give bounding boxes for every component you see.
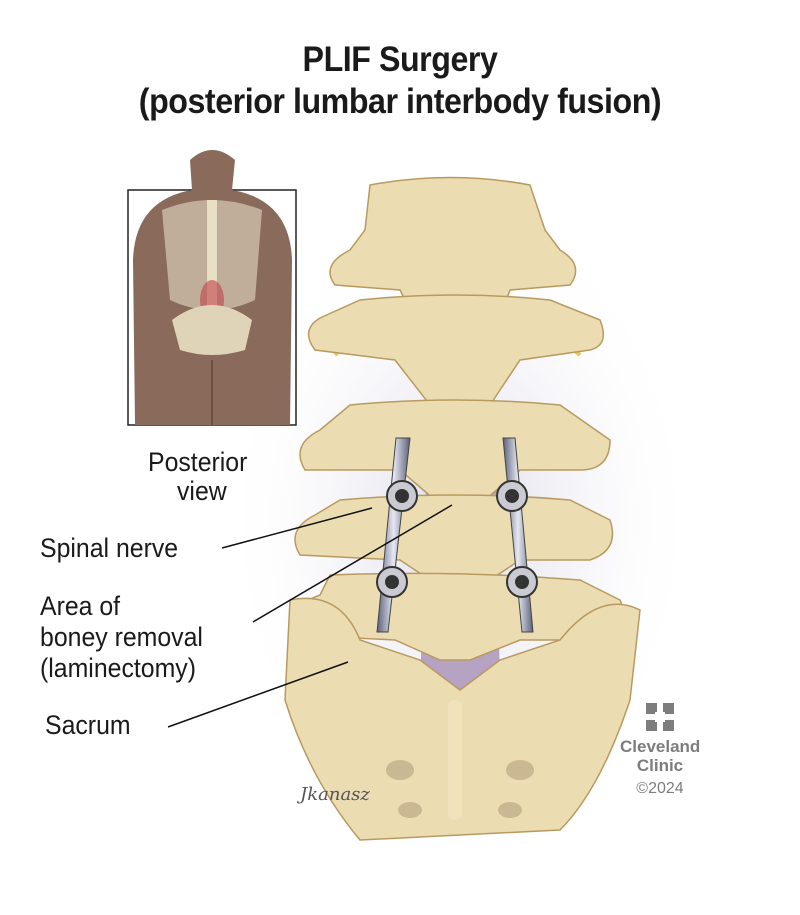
- title-line-1: PLIF Surgery: [302, 40, 498, 79]
- posterior-view-inset: [127, 150, 297, 426]
- sacrum: [284, 597, 641, 841]
- label-removal-line-1: Area of: [40, 591, 121, 621]
- logo-line-1: Cleveland: [620, 737, 701, 756]
- clinic-cross-icon: [646, 703, 674, 731]
- logo-line-2: Clinic: [636, 756, 684, 775]
- cleveland-clinic-logo: Cleveland Clinic ©2024: [620, 703, 700, 798]
- label-removal-line-2: boney removal: [40, 622, 203, 652]
- leader-lines: [167, 504, 453, 728]
- copyright: ©2024: [636, 780, 684, 797]
- inset-label-line-2: view: [177, 476, 227, 506]
- title-line-2: (posterior lumbar interbody fusion): [138, 82, 662, 121]
- inset-label-line-1: Posterior: [148, 447, 248, 477]
- sacral-foramina: [386, 700, 534, 820]
- lumbar-vertebrae: [284, 176, 641, 841]
- pedicle-screws: [376, 480, 538, 598]
- artist-signature: Jkanasz: [296, 784, 370, 805]
- label-sacrum: Sacrum: [45, 710, 131, 740]
- label-removal-line-3: (laminectomy): [40, 653, 196, 683]
- label-spinal-nerve: Spinal nerve: [40, 533, 179, 563]
